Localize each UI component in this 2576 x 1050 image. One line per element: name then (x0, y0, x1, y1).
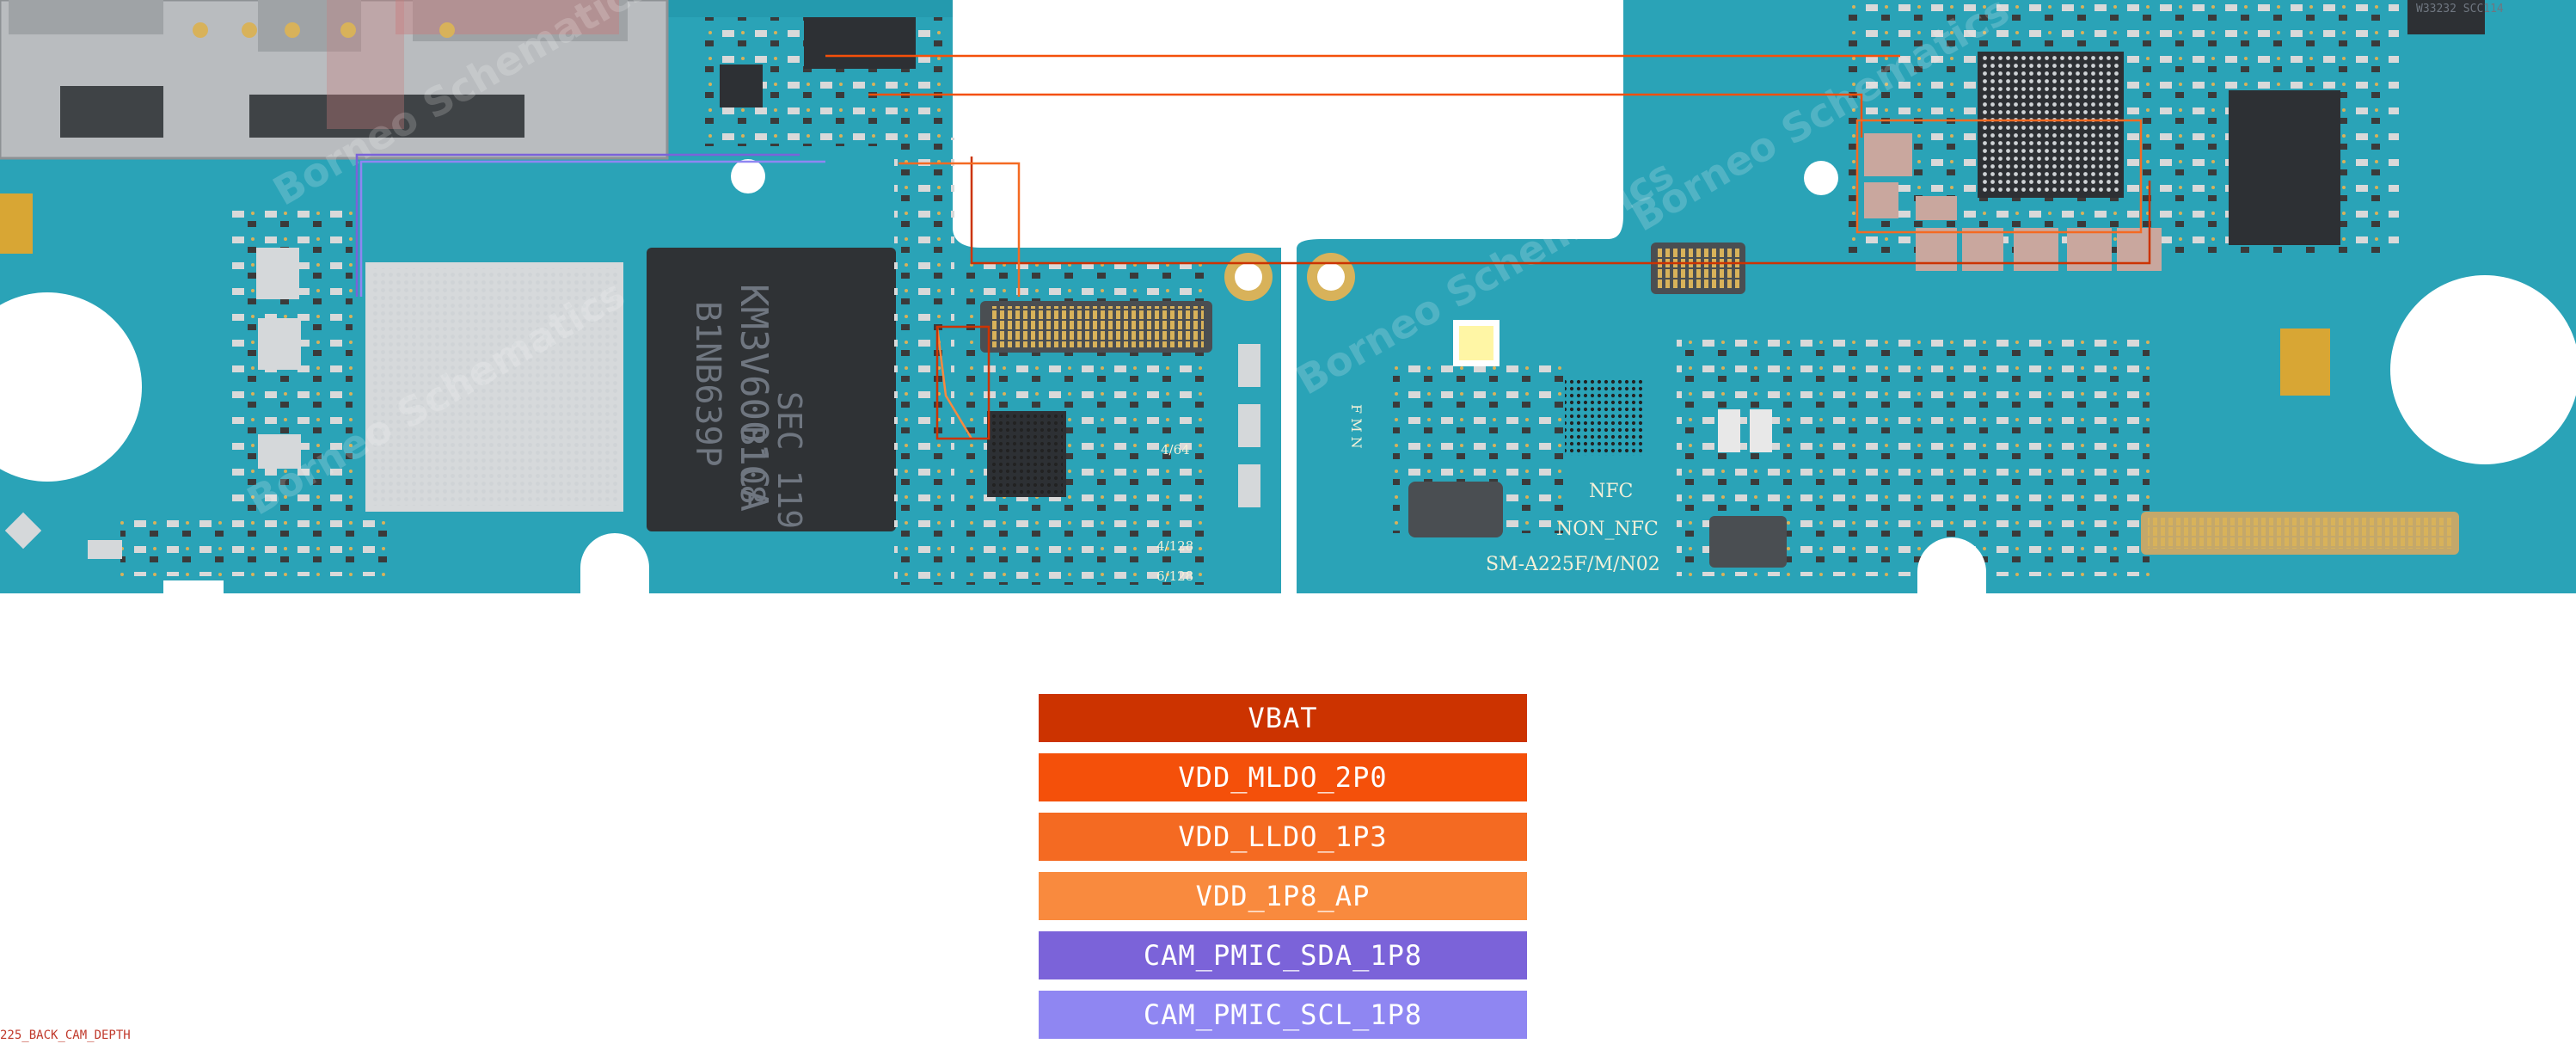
right-board: W33232 SCC114 NFC NON_NFC SM-A225F/M/N02… (1289, 0, 2576, 593)
legend-item-vdd-lldo-1p3: VDD_LLDO_1P3 (1039, 813, 1527, 861)
net-legend: VBAT VDD_MLDO_2P0 VDD_LLDO_1P3 VDD_1P8_A… (1039, 694, 1527, 1050)
left-board: KM3V6001CA B1NB639P SEC 119 B108 4 (0, 0, 1281, 593)
silk-model: SM-A225F/M/N02 (1486, 554, 1660, 575)
legend-item-vdd-mldo-2p0: VDD_MLDO_2P0 (1039, 753, 1527, 801)
silk-mem3: 6/128 (1156, 568, 1193, 584)
chip-text-date: B108 (733, 426, 771, 505)
silk-nfc: NFC (1589, 481, 1633, 502)
qr-code-right (2280, 329, 2330, 396)
right-hole (2390, 275, 2576, 464)
silk-mem2: 4/128 (1156, 538, 1193, 554)
legend-item-cam-pmic-sda: CAM_PMIC_SDA_1P8 (1039, 931, 1527, 979)
legend-item-cam-pmic-scl: CAM_PMIC_SCL_1P8 (1039, 991, 1527, 1039)
silk-fmn: F M N (1348, 404, 1365, 449)
chip-text-code: B1NB639P (688, 301, 727, 467)
silk-non-nfc: NON_NFC (1556, 519, 1659, 540)
legend-item-vdd-1p8-ap: VDD_1P8_AP (1039, 872, 1527, 920)
legend-item-vbat: VBAT (1039, 694, 1527, 742)
pcb-diagram: KM3V6001CA B1NB639P SEC 119 B108 4 (0, 0, 2576, 619)
qr-code-left (0, 193, 33, 254)
ic-code: W33232 SCC114 (2416, 3, 2504, 15)
chip-text-sec: SEC 119 (770, 391, 808, 529)
silk-mem1: 4/64 (1161, 442, 1190, 457)
